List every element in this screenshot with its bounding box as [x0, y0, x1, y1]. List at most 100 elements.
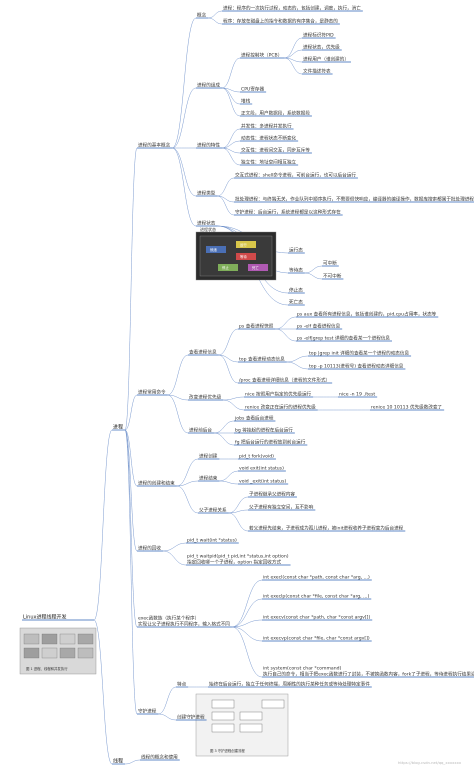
- node-top-0[interactable]: top |grep init 详细的查看某一个进程的动态信息: [308, 349, 412, 356]
- node-top-1[interactable]: top -p 10113(进程号) 查看进程动态详细信息: [308, 362, 406, 369]
- link-view-proc: [218, 354, 239, 384]
- node-pcb-2[interactable]: 进程用户（谁创建的）: [302, 55, 351, 62]
- link-main-daemon: [124, 429, 138, 715]
- pcb-0-label: 进程标识符PID: [303, 31, 334, 38]
- node-commands[interactable]: 进程常用命令: [137, 388, 168, 395]
- node-bg-1[interactable]: bg 将挂起的进程在后台运行: [234, 426, 295, 433]
- node-relation[interactable]: 父子进程关系: [198, 506, 229, 513]
- node-states[interactable]: 进程状态: [196, 219, 218, 226]
- link-create-exit: [176, 480, 199, 487]
- node-bgfg[interactable]: 进程前后台: [188, 426, 214, 433]
- link-priority-renice: [223, 399, 245, 411]
- node-nice-ex[interactable]: nice -n 19 ./test: [338, 391, 378, 397]
- node-exit-0[interactable]: void exit(int status): [238, 465, 286, 471]
- link-relation-rel-1: [228, 509, 249, 514]
- node-st-run[interactable]: 运行态: [288, 246, 305, 253]
- node-creation[interactable]: 进程创建: [198, 452, 220, 459]
- node-rel-1[interactable]: 父子进程有独立空间，互不影响: [248, 503, 316, 510]
- node-view[interactable]: 查看进程信息: [188, 348, 219, 355]
- node-dcreate[interactable]: 创建守护进程: [176, 713, 207, 720]
- node-rel-0[interactable]: 子进程继承父进程内容: [248, 490, 297, 497]
- node-st-wait-1[interactable]: 不可中断: [322, 272, 344, 279]
- node-exit[interactable]: 进程结束: [198, 474, 220, 481]
- exec-label: 实现让父子进程执行不同程序，输入格式不同: [138, 620, 230, 627]
- node-nice[interactable]: nice 按照用户指定的优先级运行: [244, 390, 314, 397]
- state-box-label: 就绪: [210, 247, 217, 252]
- node-exec-3[interactable]: int execvp(const char *file, char *const…: [262, 635, 372, 641]
- flow-box: [239, 711, 263, 721]
- node-feat-1[interactable]: 动态性：进程状态不断变化: [240, 134, 299, 141]
- link-st-wait-st-wait-1: [304, 272, 323, 280]
- node-thread-c[interactable]: 线程的概念和使用: [140, 753, 180, 760]
- node-feat-2[interactable]: 交互性：进程间交互，同步互斥等: [240, 146, 312, 153]
- node-exec[interactable]: exec函数族（执行某个程序）实现让父子进程执行不同程序，输入格式不同: [137, 614, 232, 627]
- node-exit-1[interactable]: void _exit(int status): [238, 478, 289, 484]
- link-root-thread: [93, 619, 113, 765]
- daemon-label: 守护进程: [138, 707, 157, 714]
- node-rec-0[interactable]: pid_t wait(int *status): [186, 537, 239, 543]
- node-exec-1[interactable]: int execlp(const char *file, const char …: [262, 593, 372, 599]
- node-st-wait-0[interactable]: 可中断: [322, 259, 339, 266]
- node-exec-0[interactable]: int execl(const char *path, const char *…: [262, 574, 372, 580]
- node-daemon[interactable]: 守护进程: [137, 707, 159, 714]
- dfeat-t-label: 始终在后台运行，独立于任何终端，周期性的执行某种任务或等待处理特定事件: [209, 680, 370, 687]
- node-exec-4[interactable]: int system(const char *command)执行自己的命令，相…: [262, 665, 474, 677]
- node-comp-o2[interactable]: 正文段，用户数据段，系统数据段: [240, 109, 312, 116]
- node-renice-ex[interactable]: renice 10 10113 优先级数改变了: [370, 403, 445, 410]
- node-renice[interactable]: renice 改变正在运行的进程优先级: [244, 403, 318, 410]
- node-feat-0[interactable]: 并发性：多进程并发执行: [240, 122, 294, 129]
- node-rec-1[interactable]: pid_t waitpid(pid_t pid,int *status,int …: [186, 553, 291, 565]
- node-exec-2[interactable]: int execv(const char *path, char *const …: [262, 614, 373, 620]
- node-ps-0[interactable]: ps aux 查看所有进程信息，包括谁创建的，pid,cpu占用率，状态等: [296, 310, 439, 317]
- create-label: 进程的创建和结束: [138, 479, 175, 486]
- node-type-0[interactable]: 交互式进程：shell命令进程，可前台运行，也可以后台运行: [234, 171, 358, 178]
- node-basic[interactable]: 进程的基本概念: [137, 141, 173, 148]
- node-dfeat-t[interactable]: 始终在后台运行，独立于任何终端，周期性的执行某种任务或等待处理特定事件: [208, 680, 372, 687]
- node-st-dead[interactable]: 死亡态: [288, 298, 305, 305]
- link-commands-priority: [167, 394, 189, 401]
- thread-label: 线程: [113, 757, 123, 764]
- node-ps-2[interactable]: ps -elf|grep test 详细的查看某一个进程信息: [296, 334, 393, 341]
- node-st-stop[interactable]: 停止态: [288, 286, 305, 293]
- node-bg-2[interactable]: fg 把后台运行的进程放到前台运行: [234, 438, 308, 445]
- node-recycle[interactable]: 进程的回收: [137, 544, 163, 551]
- node-st-wait[interactable]: 等待态: [288, 266, 305, 273]
- node-composition[interactable]: 进程的组成: [196, 81, 222, 88]
- node-ps-1[interactable]: ps -elf 查看进程信息: [296, 322, 343, 329]
- node-comp-o0[interactable]: CPU寄存器: [240, 85, 267, 92]
- node-comp-o1[interactable]: 堆栈: [240, 97, 253, 104]
- node-top[interactable]: top 查看进程动态信息: [238, 355, 287, 362]
- nice-label: nice 按照用户指定的优先级运行: [245, 390, 312, 397]
- link-features-feat-0: [221, 128, 241, 149]
- node-creation-0[interactable]: pid_t fork(void): [238, 453, 276, 459]
- node-rel-2[interactable]: 若父进程先结束，子进程成为孤儿进程，被init进程收养子进程变为后台进程: [248, 524, 406, 531]
- node-type-2[interactable]: 守护进程：后台运行，系统进程都是以这种形式存在: [234, 208, 343, 215]
- node-type-1[interactable]: 批处理进程：与终端无关，作业队列中顺序执行，不需要很快响应，编译器的编译操作，数…: [234, 195, 474, 202]
- top-1-label: top -p 10113(进程号) 查看进程动态详细信息: [309, 362, 404, 369]
- node-main[interactable]: 进程: [112, 423, 126, 430]
- node-priority[interactable]: 改变进程优先级: [188, 393, 224, 400]
- node-pcb-3[interactable]: 文件描述符表: [302, 67, 333, 74]
- node-concept-1[interactable]: 程序：存放在磁盘上的指令和数据的有序集合，是静态的: [222, 17, 340, 24]
- node-types[interactable]: 进程类型: [196, 189, 218, 196]
- node-pcb[interactable]: 进程控制块（PCB）: [240, 51, 285, 58]
- node-dfeat[interactable]: 特点: [176, 680, 189, 687]
- node-feat-3[interactable]: 独立性：地址空间相互独立: [240, 158, 299, 165]
- node-ps[interactable]: ps 查看进程快照: [238, 322, 276, 329]
- root-figure: 图 1 进程、线程和并发执行: [19, 627, 97, 675]
- node-create[interactable]: 进程的创建和结束: [137, 479, 177, 486]
- node-pcb-1[interactable]: 进程状态，优先级: [302, 43, 342, 50]
- top-0-label: top |grep init 详细的查看某一个进程的动态信息: [309, 349, 409, 356]
- node-bg-0[interactable]: jobs 查看后台进程: [234, 414, 276, 421]
- root-figure-caption: 图 1 进程、线程和并发执行: [26, 666, 68, 671]
- node-features[interactable]: 进程的特性: [196, 141, 222, 148]
- link-view-top: [218, 354, 239, 363]
- node-concept-0[interactable]: 进程：程序的一次执行过程，动态的，包括创建，调度，执行，消亡: [222, 4, 363, 11]
- root-label: Linux进程线程开发: [23, 613, 66, 620]
- node-pcb-0[interactable]: 进程标识符PID: [302, 31, 336, 38]
- node-thread[interactable]: 线程: [112, 757, 126, 764]
- rel-0-label: 子进程继承父进程内容: [249, 490, 295, 497]
- node-concept[interactable]: 概念: [196, 11, 209, 18]
- node-proc[interactable]: /proc 查看进程详细信息（进程的文件形式）: [238, 376, 333, 383]
- node-root[interactable]: Linux进程线程开发: [22, 613, 94, 620]
